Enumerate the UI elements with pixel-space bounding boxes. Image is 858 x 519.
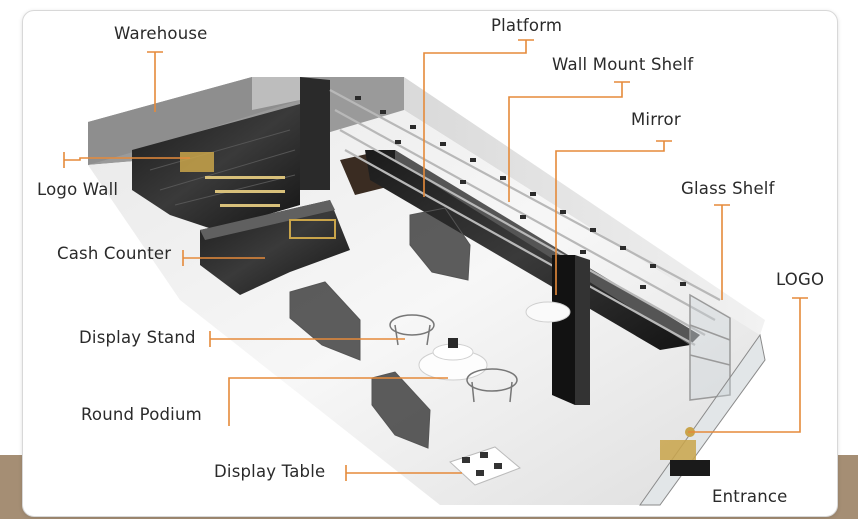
logo-wall-sign (180, 152, 214, 172)
display-table (449, 446, 521, 486)
display-cases (289, 207, 471, 449)
shelf-products (355, 96, 686, 289)
label-cash-counter: Cash Counter (57, 244, 172, 263)
leader-glass-shelf (714, 204, 730, 300)
label-display-stand: Display Stand (79, 328, 196, 347)
leader-round-podium (228, 377, 448, 426)
leader-wall-mount-shelf (508, 81, 630, 202)
label-round-podium: Round Podium (81, 405, 202, 424)
label-mirror: Mirror (631, 110, 681, 129)
logo-wall (132, 104, 300, 230)
leader-platform (423, 39, 534, 197)
label-logo: LOGO (776, 270, 825, 289)
label-entrance: Entrance (712, 487, 788, 506)
label-logo-wall: Logo Wall (37, 180, 119, 199)
leader-cash-counter (182, 250, 265, 266)
mirror-column (552, 255, 575, 405)
label-display-table: Display Table (214, 462, 326, 481)
warehouse-room (88, 77, 300, 165)
display-stand (389, 314, 435, 346)
label-wall-mount-shelf: Wall Mount Shelf (552, 55, 694, 74)
leader-lines (63, 39, 808, 481)
platform-plinth (365, 150, 690, 350)
leader-display-table (345, 465, 462, 481)
label-glass-shelf: Glass Shelf (681, 179, 775, 198)
glass-shelf (689, 293, 731, 401)
label-platform: Platform (491, 16, 563, 35)
leader-logo (688, 297, 808, 433)
logo-wall-shelves (205, 176, 285, 207)
mirror-step-platform (525, 301, 571, 323)
display-stand-right (466, 368, 518, 403)
back-pillar (300, 77, 330, 190)
round-podium (418, 338, 488, 381)
warehouse-door (252, 77, 300, 110)
leader-logo-wall (63, 152, 190, 168)
leader-mirror (555, 140, 672, 295)
leader-display-stand (209, 331, 405, 347)
store-right-wall (404, 77, 765, 335)
leader-warehouse (147, 51, 163, 112)
label-warehouse: Warehouse (114, 24, 208, 43)
